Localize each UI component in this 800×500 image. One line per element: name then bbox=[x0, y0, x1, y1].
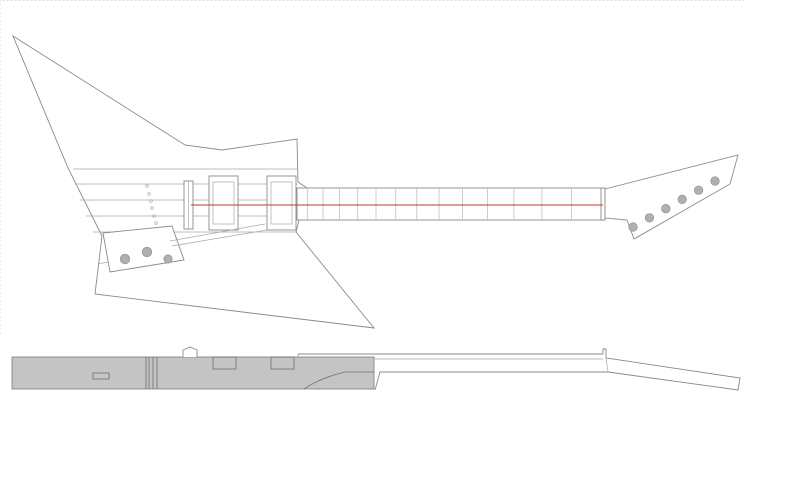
string-ferrules bbox=[145, 184, 158, 225]
body-side bbox=[11, 356, 375, 390]
output-jack bbox=[92, 372, 110, 380]
side-view bbox=[11, 346, 741, 391]
string-ferrule bbox=[149, 199, 153, 203]
tuning-pegs bbox=[628, 176, 720, 232]
pickup-ring bbox=[208, 175, 239, 231]
wire-route bbox=[171, 229, 268, 247]
wire-route bbox=[169, 223, 266, 242]
tuning-peg bbox=[677, 194, 687, 204]
pickup-bridge bbox=[208, 175, 239, 231]
tuning-peg bbox=[628, 222, 638, 232]
top-view bbox=[12, 34, 739, 329]
string-ferrule bbox=[154, 221, 158, 225]
tuning-peg bbox=[710, 176, 720, 186]
wire-route bbox=[97, 261, 109, 265]
frets bbox=[306, 188, 572, 220]
tuning-peg bbox=[661, 204, 671, 214]
pickup-side-bridge bbox=[212, 356, 237, 370]
pickup-cover bbox=[270, 181, 293, 225]
body-outline bbox=[12, 34, 376, 329]
tuning-peg bbox=[644, 213, 655, 223]
neck-heel-curve bbox=[303, 371, 374, 390]
tone-knob bbox=[141, 246, 153, 258]
pickup-cover bbox=[212, 181, 235, 225]
selector-knob bbox=[163, 254, 173, 264]
headstock-side-line bbox=[605, 357, 609, 373]
string-ferrule bbox=[152, 214, 156, 218]
bridge-side bbox=[182, 346, 198, 357]
nut bbox=[600, 187, 606, 221]
pickup-ring bbox=[266, 175, 297, 231]
string-ferrule bbox=[147, 192, 151, 196]
string-ferrule bbox=[145, 184, 149, 188]
headstock-outline bbox=[604, 154, 739, 240]
volume-knob bbox=[119, 253, 131, 265]
string-ferrule bbox=[150, 206, 154, 210]
pickup-side-neck bbox=[270, 356, 295, 370]
pickup-neck bbox=[266, 175, 297, 231]
fretboard bbox=[296, 187, 606, 221]
tuning-peg bbox=[693, 185, 704, 195]
